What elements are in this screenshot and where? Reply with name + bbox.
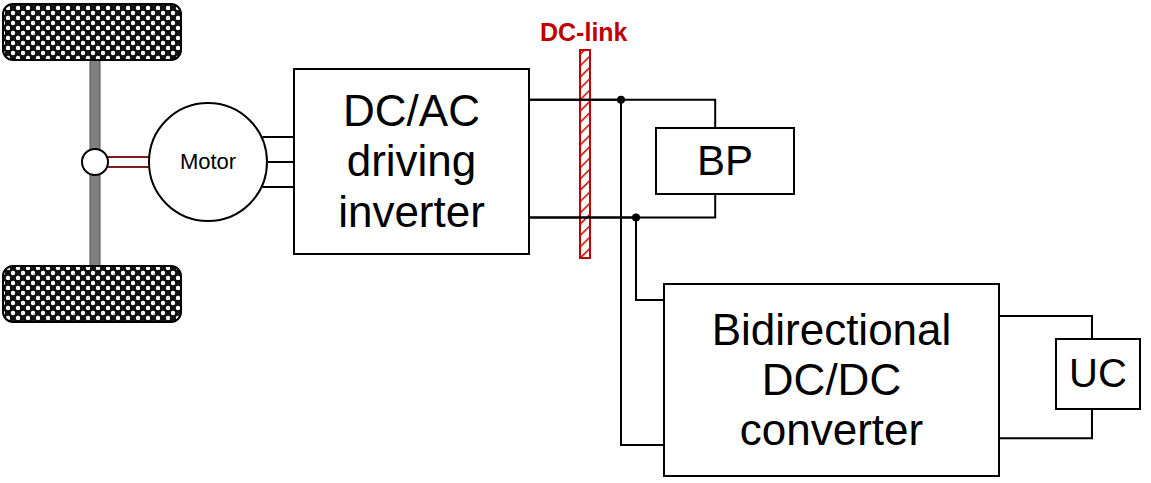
component-label: Motor: [180, 149, 236, 174]
differential-joint: [82, 149, 108, 175]
motor-circle: Motor: [148, 102, 268, 222]
component-label: BP: [697, 137, 753, 185]
component-label: DC/AC driving inverter: [305, 86, 518, 236]
component-box: Bidirectional DC/DC converter: [663, 283, 1000, 477]
component-box: DC/AC driving inverter: [293, 68, 530, 255]
dc-link-bar: [580, 50, 590, 258]
junction-dot: [632, 214, 640, 222]
shaft: [106, 166, 150, 168]
component-box: BP: [655, 127, 795, 195]
junction-dot: [617, 96, 625, 104]
wire: [530, 100, 663, 445]
wheel: [3, 266, 181, 322]
component-label: Bidirectional DC/DC converter: [675, 305, 988, 455]
component-box: UC: [1055, 338, 1141, 410]
wheel: [3, 4, 181, 60]
component-label: UC: [1069, 351, 1127, 397]
shaft: [106, 156, 150, 158]
circle-outline: [149, 103, 267, 221]
dc-link-label: DC-link: [540, 18, 628, 47]
